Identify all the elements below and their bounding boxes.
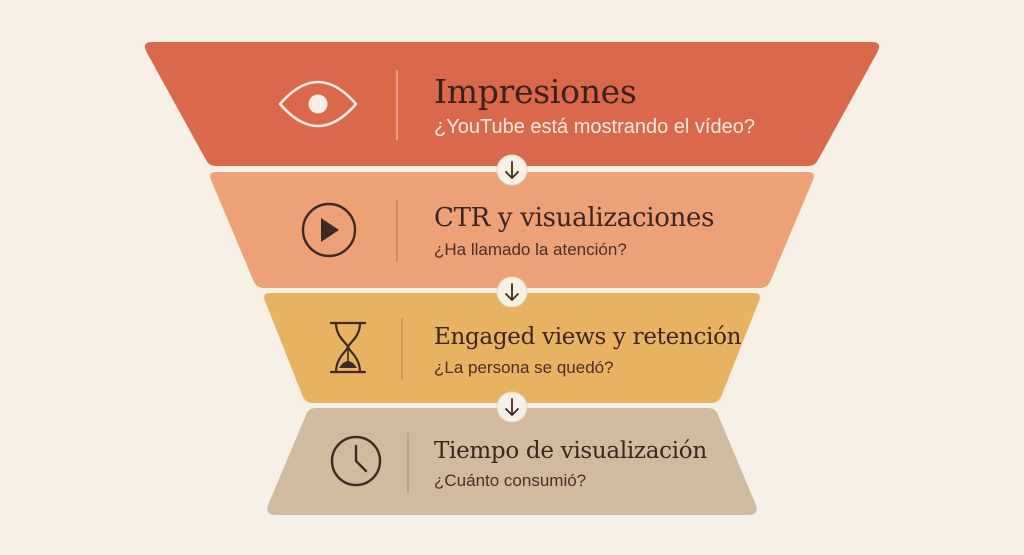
- stage-title-impresiones: Impresiones: [434, 72, 637, 111]
- stage-subtitle-tiempo: ¿Cuánto consumió?: [434, 471, 587, 490]
- funnel-stage-tiempo: [267, 408, 757, 515]
- stage-title-tiempo: Tiempo de visualización: [434, 438, 707, 464]
- funnel-stage-impresiones: [144, 42, 880, 166]
- stage-subtitle-engaged: ¿La persona se quedó?: [434, 358, 614, 377]
- funnel-stage-engaged: [264, 293, 760, 403]
- stage-subtitle-impresiones: ¿YouTube está mostrando el vídeo?: [434, 116, 755, 138]
- stage-title-ctr: CTR y visualizaciones: [434, 203, 715, 233]
- clock-icon: [330, 435, 382, 487]
- stage-title-engaged: Engaged views y retención: [434, 324, 742, 350]
- play-icon: [301, 202, 357, 258]
- eye-icon: [278, 80, 358, 128]
- funnel-stage-ctr: [210, 172, 814, 288]
- hourglass-icon: [329, 321, 367, 374]
- arrow-down-icon: [496, 276, 528, 308]
- arrow-down-icon: [496, 154, 528, 186]
- arrow-down-icon: [496, 391, 528, 423]
- stage-subtitle-ctr: ¿Ha llamado la atención?: [434, 240, 627, 259]
